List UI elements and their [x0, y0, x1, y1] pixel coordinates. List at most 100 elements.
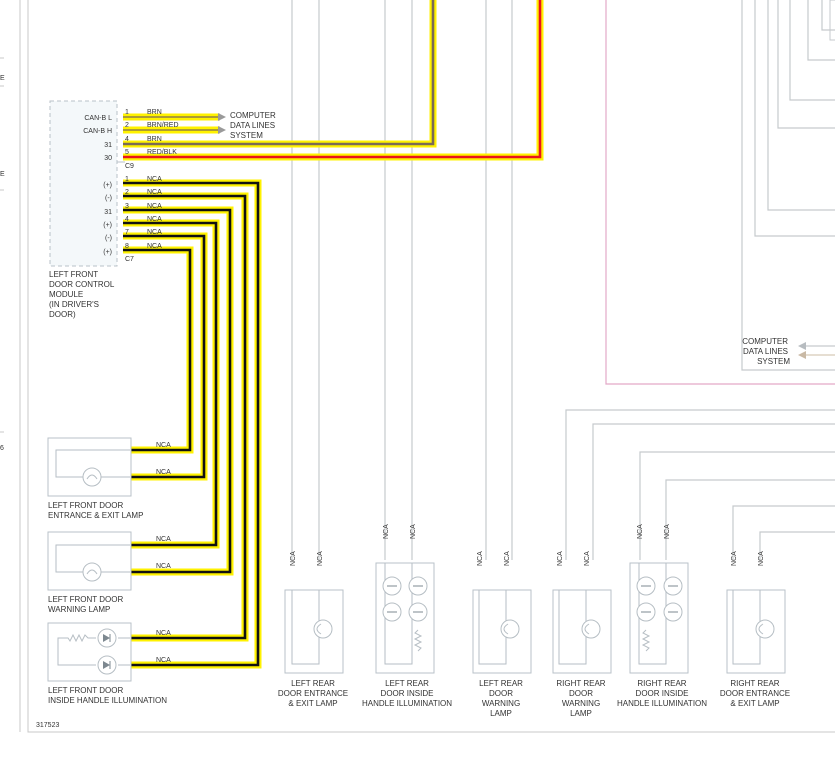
- module-label-line: DOOR): [49, 310, 76, 319]
- component-label-line: LEFT REAR: [385, 679, 429, 688]
- component-label-line: RIGHT REAR: [730, 679, 779, 688]
- connector-name: C9: [125, 163, 134, 170]
- module-label-line: DOOR CONTROL: [49, 280, 115, 289]
- c7-wiring: [123, 179, 262, 669]
- right-rear-entrance-exit-lamp: [726, 589, 786, 674]
- pin-signal: 31: [104, 142, 112, 149]
- component-label-line: DOOR INSIDE: [381, 689, 434, 698]
- component-label-line: LAMP: [490, 709, 512, 718]
- wire-color-label: BRN/RED: [147, 122, 179, 129]
- component-label-line: ENTRANCE & EXIT LAMP: [48, 511, 143, 520]
- wire-color-label: NCA: [504, 551, 511, 566]
- wire-color-label: NCA: [147, 203, 162, 210]
- component-label-line: DOOR ENTRANCE: [278, 689, 348, 698]
- pin-signal: (+): [103, 249, 112, 256]
- c9-wiring: [123, 0, 544, 161]
- pin-signal: 31: [104, 209, 112, 216]
- pin-number: 2: [125, 122, 129, 129]
- pin-number: 1: [125, 176, 129, 183]
- module-label-line: MODULE: [49, 290, 83, 299]
- edge-mark: 6: [0, 445, 4, 452]
- pin-signal: CAN-B L: [84, 115, 112, 122]
- wire-color-label: NCA: [156, 630, 171, 637]
- wire-color-label: NCA: [147, 216, 162, 223]
- component-label-line: LAMP: [570, 709, 592, 718]
- connector-name: C7: [125, 256, 134, 263]
- left-front-warning-lamp: [47, 531, 132, 591]
- component-label-line: HANDLE ILLUMINATION: [617, 699, 707, 708]
- component-label-line: HANDLE ILLUMINATION: [362, 699, 452, 708]
- component-label-line: RIGHT REAR: [637, 679, 686, 688]
- left-rear-warning-lamp: [472, 589, 532, 674]
- left-rear-inside-handle-illumination: [375, 562, 435, 674]
- wire-color-label: NCA: [290, 551, 297, 566]
- pin-number: 1: [125, 109, 129, 116]
- wire-color-label: NCA: [410, 524, 417, 539]
- wire-color-label: NCA: [156, 442, 171, 449]
- right-destination-line: DATA LINES: [743, 347, 788, 356]
- pin-signal: (+): [103, 182, 112, 189]
- pin-number: 5: [125, 149, 129, 156]
- pin-number: 3: [125, 203, 129, 210]
- figure-number: 317523: [36, 722, 59, 729]
- edge-mark: E: [0, 171, 5, 178]
- component-label-line: LEFT FRONT DOOR: [48, 595, 123, 604]
- wire-color-label: NCA: [731, 551, 738, 566]
- component-label-line: RIGHT REAR: [556, 679, 605, 688]
- module-label-line: LEFT FRONT: [49, 270, 98, 279]
- pin-signal: CAN-B H: [83, 128, 112, 135]
- left-rear-entrance-exit-lamp: [284, 589, 344, 674]
- pin-number: 4: [125, 136, 129, 143]
- destination-line: DATA LINES: [230, 121, 275, 130]
- wire-color-label: NCA: [147, 189, 162, 196]
- component-label-line: DOOR ENTRANCE: [720, 689, 790, 698]
- wire-color-label: BRN: [147, 109, 162, 116]
- background-circuits: [291, 0, 835, 560]
- left-front-entrance-exit-lamp: [47, 437, 132, 497]
- pin-signal: (+): [103, 222, 112, 229]
- right-destination-line: COMPUTER: [742, 337, 788, 346]
- wire-color-label: NCA: [156, 657, 171, 664]
- wire-color-label: NCA: [147, 243, 162, 250]
- wire-color-label: RED/BLK: [147, 149, 177, 156]
- component-label-line: WARNING LAMP: [48, 605, 110, 614]
- pin-number: 7: [125, 229, 129, 236]
- component-label-line: DOOR INSIDE: [636, 689, 689, 698]
- pin-number: 4: [125, 216, 129, 223]
- destination-line: SYSTEM: [230, 131, 263, 140]
- component-label-line: LEFT REAR: [291, 679, 335, 688]
- right-rear-warning-lamp: [552, 589, 612, 674]
- pin-signal: (-): [105, 195, 112, 202]
- right-destination-line: SYSTEM: [757, 357, 790, 366]
- wire-color-label: NCA: [156, 536, 171, 543]
- wire-color-label: BRN: [147, 136, 162, 143]
- wire-color-label: NCA: [317, 551, 324, 566]
- component-label-line: LEFT REAR: [479, 679, 523, 688]
- diagram-frame: [27, 0, 835, 733]
- wire-color-label: NCA: [383, 524, 390, 539]
- module-label-line: (IN DRIVER'S: [49, 300, 99, 309]
- component-label-line: LEFT FRONT DOOR: [48, 501, 123, 510]
- wire-color-label: NCA: [147, 176, 162, 183]
- wire-color-label: NCA: [637, 524, 644, 539]
- wire-color-label: NCA: [147, 229, 162, 236]
- door-control-module: [49, 100, 118, 267]
- wire-color-label: NCA: [477, 551, 484, 566]
- left-front-inside-handle-illumination: [47, 622, 132, 682]
- destination-line: COMPUTER: [230, 111, 276, 120]
- component-label-line: & EXIT LAMP: [730, 699, 779, 708]
- right-rear-inside-handle-illumination: [629, 562, 689, 674]
- component-label-line: & EXIT LAMP: [288, 699, 337, 708]
- wire-color-label: NCA: [758, 551, 765, 566]
- wire-color-label: NCA: [584, 551, 591, 566]
- pin-signal: 30: [104, 155, 112, 162]
- edge-mark: E: [0, 75, 5, 82]
- component-label-line: DOOR: [489, 689, 513, 698]
- pin-number: 8: [125, 243, 129, 250]
- component-label-line: INSIDE HANDLE ILLUMINATION: [48, 696, 167, 705]
- wire-color-label: NCA: [664, 524, 671, 539]
- wire-color-label: NCA: [156, 563, 171, 570]
- wire-color-label: NCA: [156, 469, 171, 476]
- component-label-line: LEFT FRONT DOOR: [48, 686, 123, 695]
